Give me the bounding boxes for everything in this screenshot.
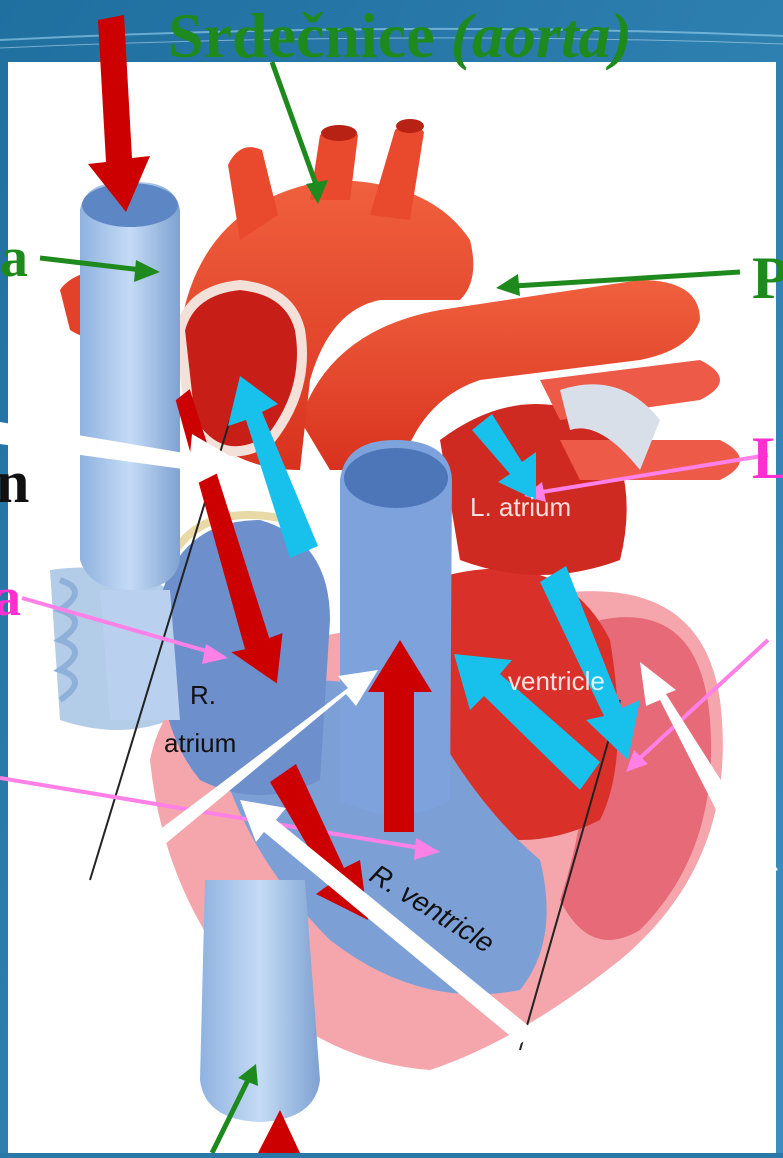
vena-cava-lower [100,590,180,720]
title: Srdečnice (aorta) [168,4,632,68]
left-label-n: n [0,452,29,512]
left-label-pink: a [0,570,21,624]
r-atrium-label-1: R. [190,682,216,708]
right-label-p: P [752,248,783,308]
inferior-vena-cava [200,880,320,1122]
right-label-l: L [752,428,783,488]
superior-vena-cava [80,182,180,590]
central-vessel-opening [344,448,448,508]
l-ventricle-label: ventricle [508,668,605,694]
aorta-branch-opening [321,125,357,141]
l-atrium-label: L. atrium [470,494,571,520]
title-italic: (aorta) [451,0,632,71]
left-label-a: a [0,230,28,286]
title-main: Srdečnice [168,0,451,71]
aorta-branch-opening [396,119,424,133]
r-atrium-label-2: atrium [164,730,236,756]
